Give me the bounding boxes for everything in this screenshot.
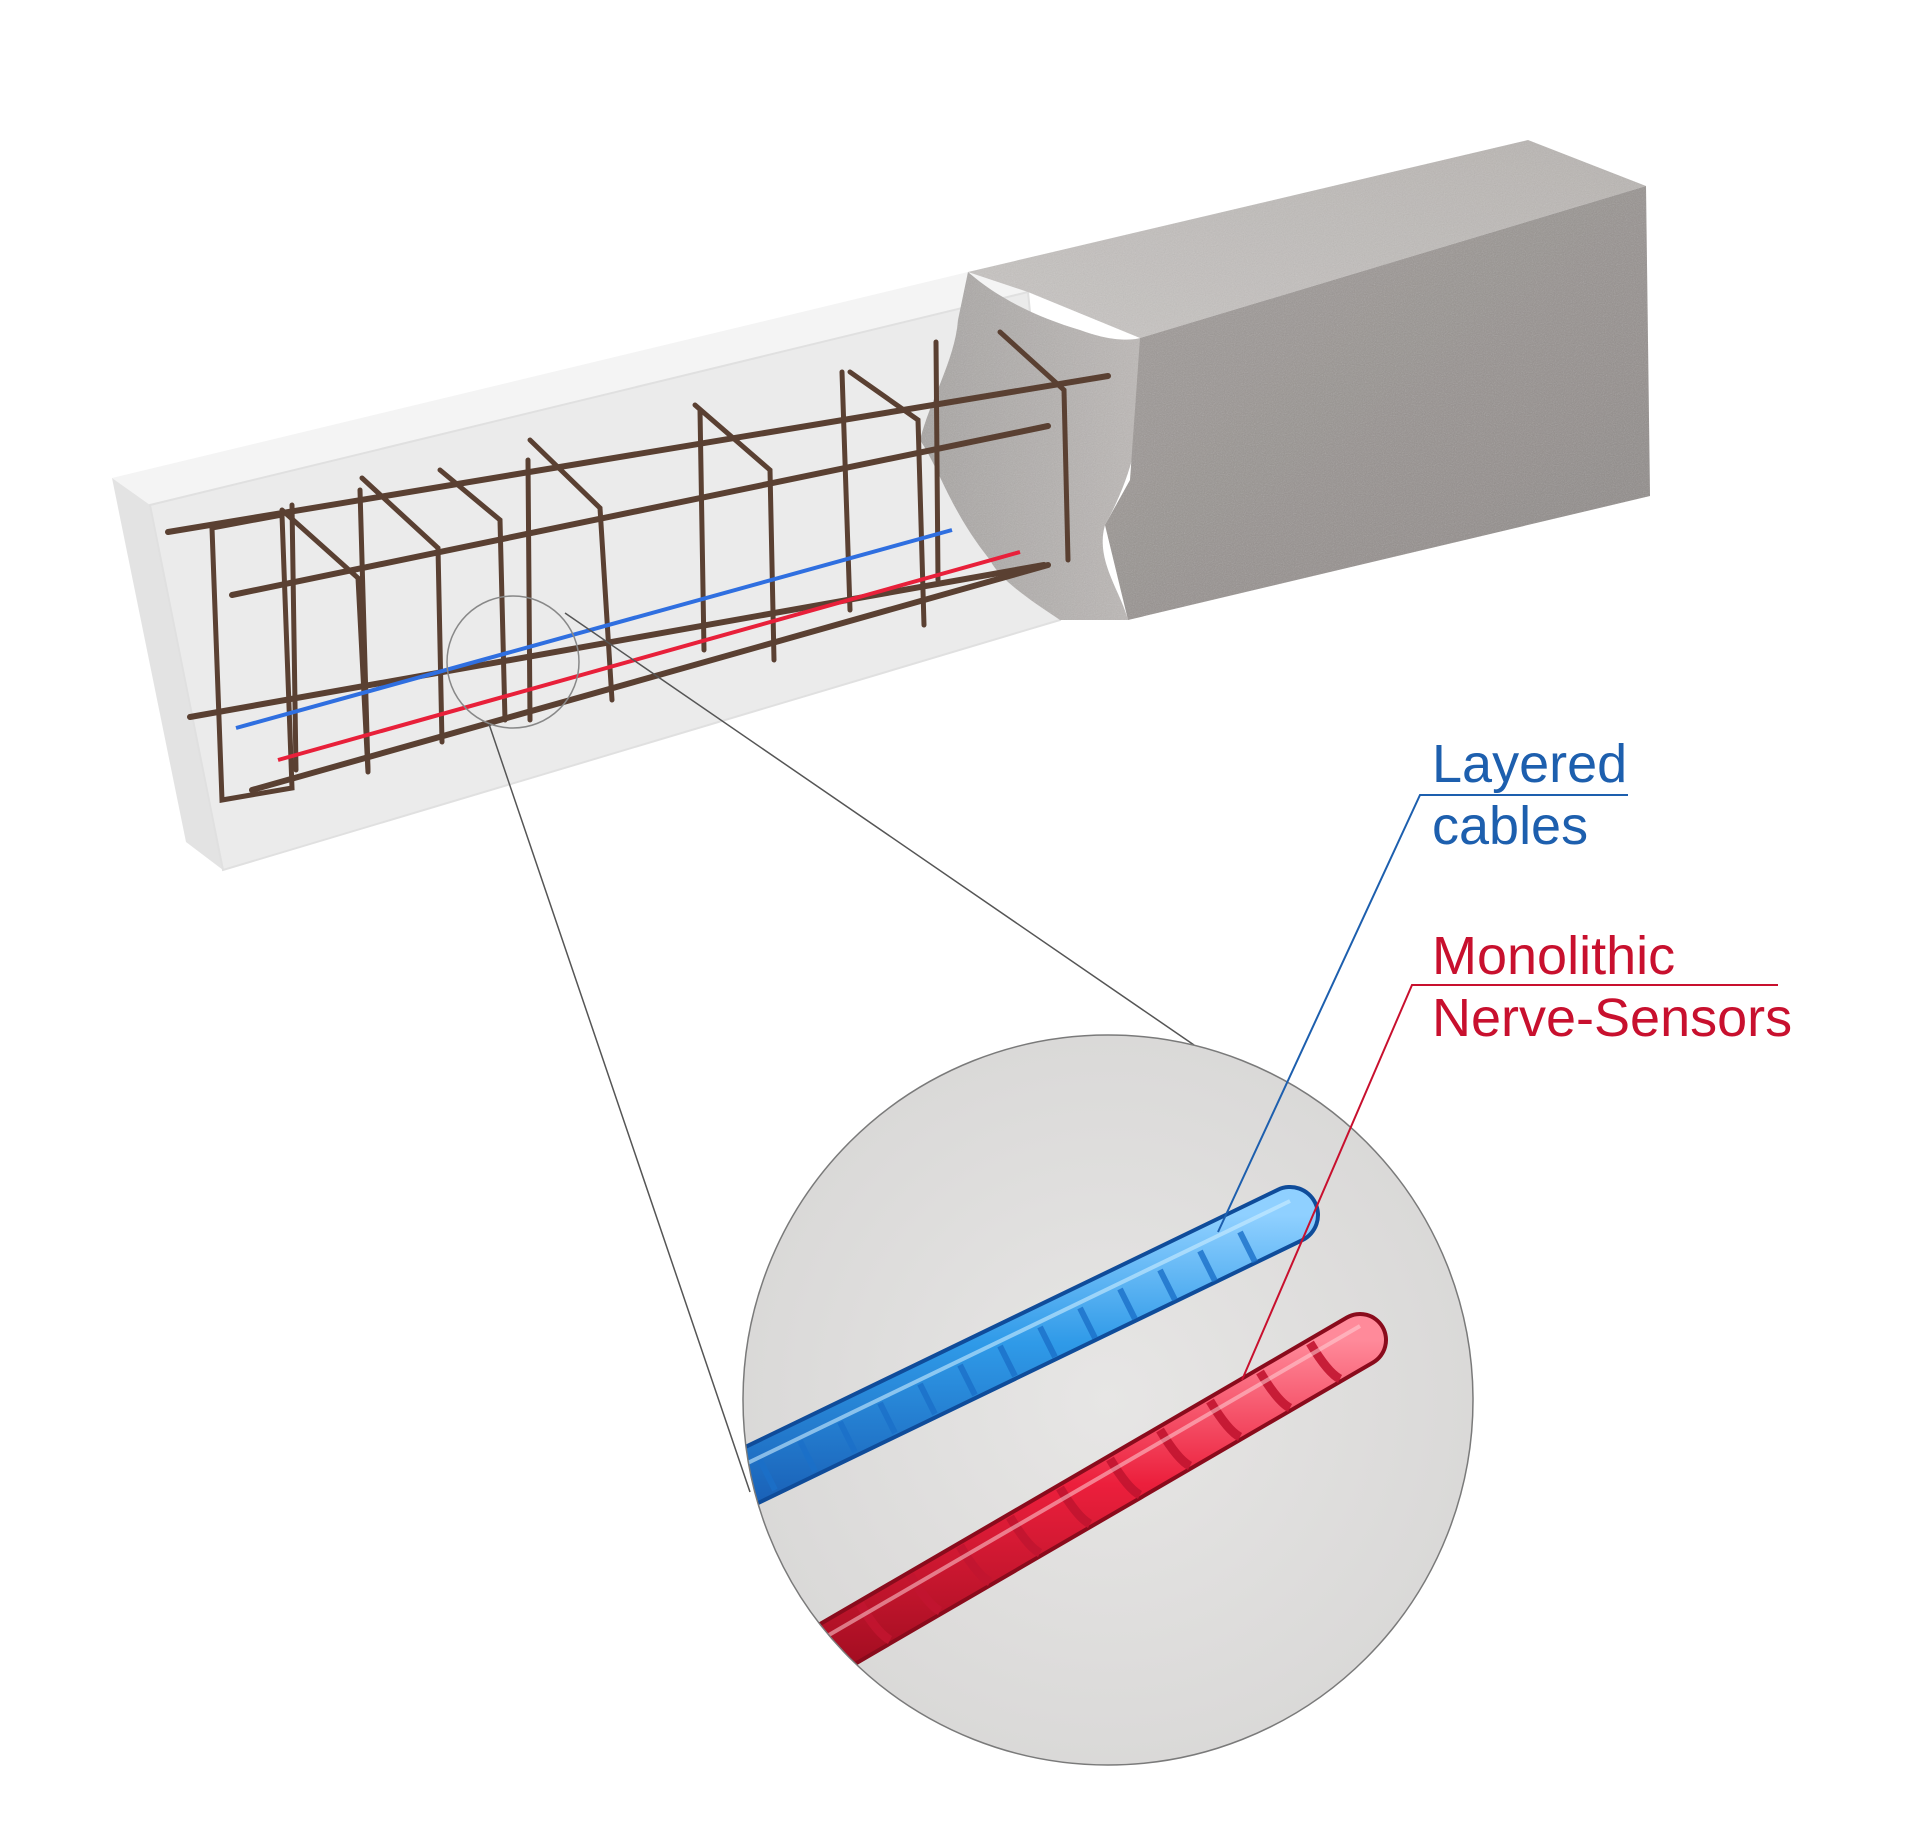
- detail-highlight-circle: [446, 595, 580, 729]
- zoom-detail-circle: [742, 1034, 1474, 1766]
- red-nerve-sensor-closeup: [782, 1312, 1388, 1688]
- label-leader-lines: [1217, 794, 1778, 1381]
- zoom-callout-lines: [488, 612, 1195, 1493]
- blue-layered-cable-closeup: [743, 1185, 1320, 1530]
- red-cable-in-beam: [277, 550, 1021, 762]
- layered-cables-label-line1: Layered: [1432, 734, 1628, 794]
- translucent-concrete: [112, 272, 1062, 872]
- blue-cable-in-beam: [235, 528, 953, 730]
- monolithic-label-line1: Monolithic: [1432, 926, 1676, 986]
- rebar-cage: [165, 329, 1111, 803]
- monolithic-label-line2: Nerve-Sensors: [1432, 988, 1793, 1048]
- layered-cables-label-line2: cables: [1432, 796, 1589, 856]
- solid-concrete-block: [920, 140, 1650, 620]
- monolithic-nerve-sensors-label: Monolithic Nerve-Sensors: [1432, 925, 1792, 1049]
- layered-cables-label: Layered cables: [1432, 733, 1627, 857]
